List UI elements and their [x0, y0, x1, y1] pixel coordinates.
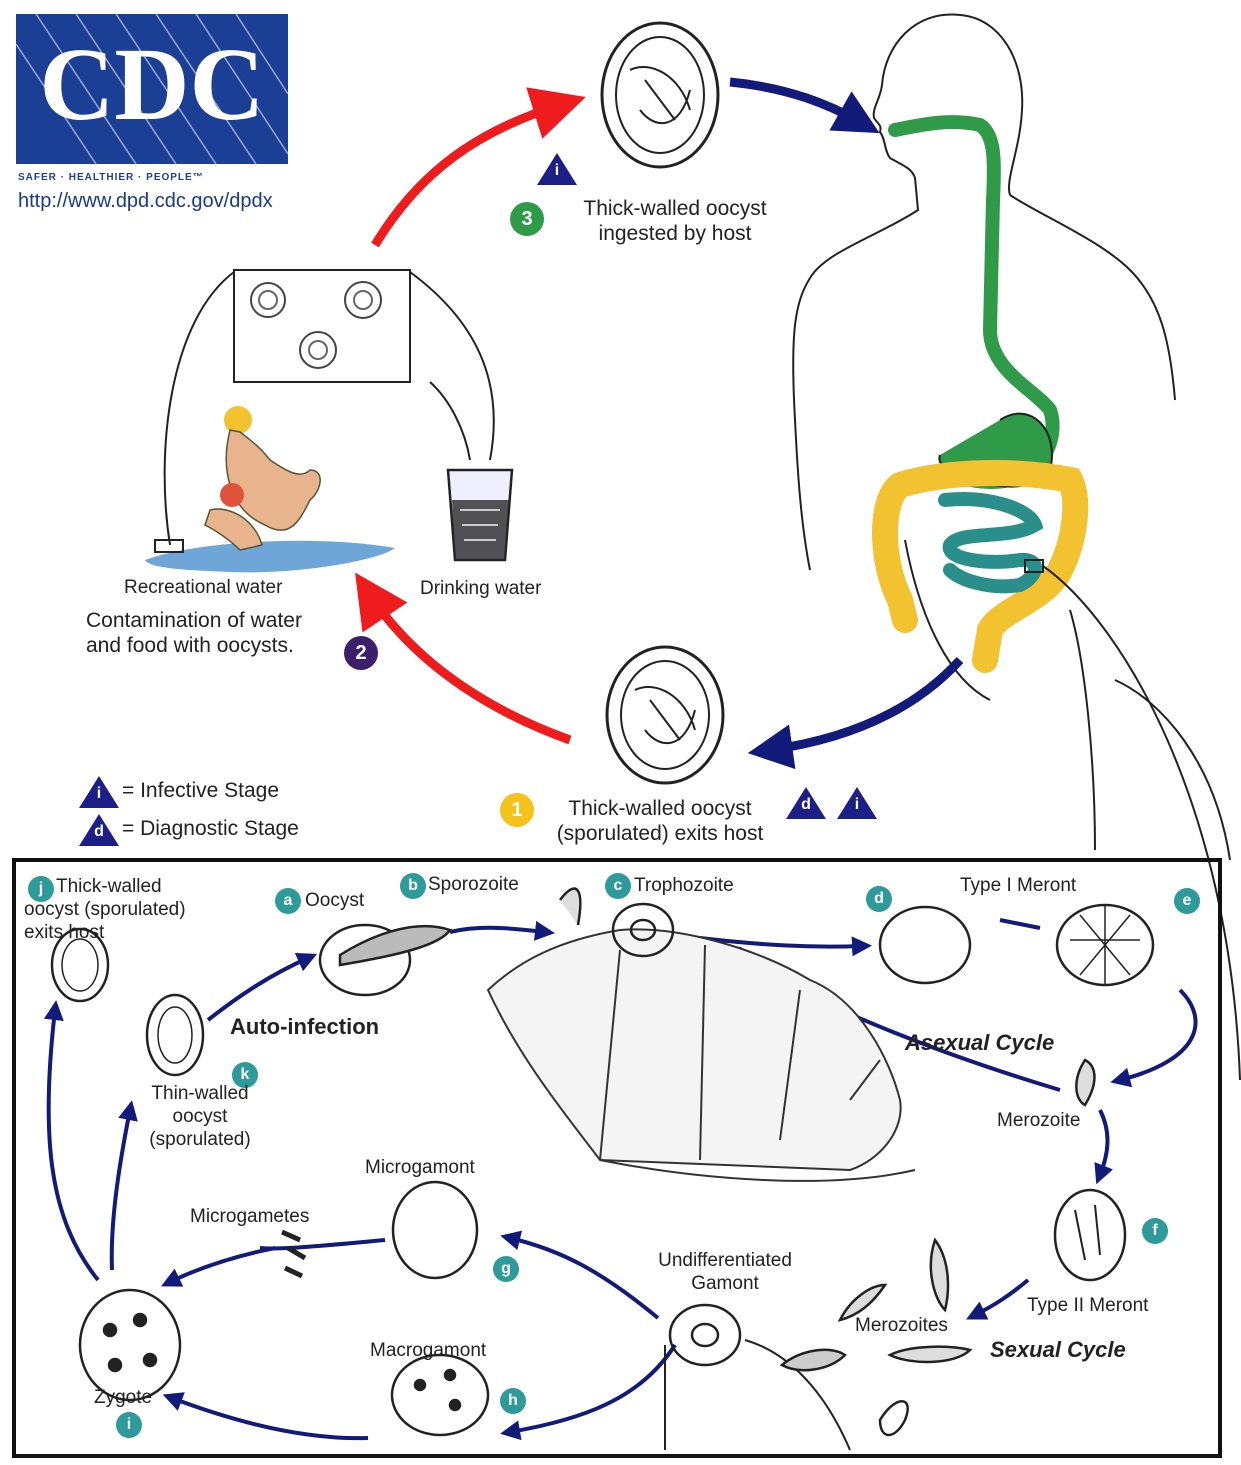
triangle-letter: i: [836, 796, 878, 814]
stage-d-badge: d: [866, 886, 892, 912]
stage-c-badge: c: [605, 873, 631, 899]
asexual-cycle-label: Asexual Cycle: [905, 1030, 1054, 1056]
legend-diagnostic-text: = Diagnostic Stage: [122, 816, 299, 841]
stage-j-label: Thick-walled oocyst (sporulated) exits h…: [24, 876, 254, 944]
stage-f-badge: f: [1142, 1218, 1168, 1244]
microgametes-label: Microgametes: [190, 1206, 309, 1229]
stage-3-label: Thick-walled oocyst ingested by host: [550, 196, 800, 246]
arrow-exit-to-water: [370, 595, 570, 740]
triangle-letter: i: [536, 162, 578, 180]
legend-infective-text: = Infective Stage: [122, 778, 279, 803]
drinking-glass: [448, 470, 512, 560]
type-2-meront-label: Type II Meront: [1027, 1295, 1148, 1318]
drinking-water-label: Drinking water: [420, 578, 541, 601]
stage-b-label: Sporozoite: [428, 874, 519, 897]
stage-i-badge: i: [116, 1412, 142, 1438]
stage-h-badge: h: [500, 1388, 526, 1414]
stage-e-badge: e: [1174, 888, 1200, 914]
arrow-host-to-exit: [770, 660, 960, 750]
stage-3-badge: 3: [510, 202, 544, 236]
undifferentiated-gamont-label: Undifferentiated Gamont: [630, 1250, 820, 1296]
swimmer-illustration: [145, 406, 395, 572]
stage-b-badge: b: [400, 873, 426, 899]
thin-walled-oocyst-label: Thin-walled oocyst (sporulated): [120, 1083, 280, 1151]
microgamont-label: Microgamont: [365, 1157, 475, 1180]
stage-a-label: Oocyst: [305, 890, 364, 913]
legend-infective-triangle: i: [78, 775, 120, 809]
cdc-tagline: SAFER · HEALTHIER · PEOPLE™: [18, 172, 204, 183]
triangle-letter: i: [78, 785, 120, 803]
stage-1-label: Thick-walled oocyst (sporulated) exits h…: [530, 796, 790, 846]
stage-2-label: Contamination of water and food with ooc…: [86, 608, 302, 658]
cdc-logo: CDC SAFER · HEALTHIER · PEOPLE™: [16, 14, 288, 184]
oocyst-exit-drawing: [607, 647, 723, 783]
stage-c-label: Trophozoite: [634, 875, 734, 898]
legend-diagnostic-triangle: d: [78, 813, 120, 847]
infective-stage-triangle-1: i: [836, 786, 878, 820]
stage-2-badge: 2: [344, 636, 378, 670]
sexual-cycle-label: Sexual Cycle: [990, 1337, 1126, 1363]
cdc-logo-letters: CDC: [39, 27, 264, 142]
developmental-cycle-box: [12, 858, 1222, 1458]
auto-infection-label: Auto-infection: [230, 1014, 379, 1040]
diagnostic-stage-triangle-1: d: [785, 786, 827, 820]
arrow-ingest-to-host: [730, 82, 860, 122]
stage-1-badge: 1: [500, 793, 534, 827]
recreational-water-label: Recreational water: [124, 577, 282, 600]
cdc-logo-graphic: CDC SAFER · HEALTHIER · PEOPLE™: [16, 14, 288, 184]
merozoites-label: Merozoites: [855, 1315, 948, 1338]
stage-a-badge: a: [275, 888, 301, 914]
cdc-url-link[interactable]: http://www.dpd.cdc.gov/dpdx: [18, 190, 273, 213]
triangle-letter: d: [78, 823, 120, 841]
water-sample-box: [165, 270, 494, 545]
type-1-meront-label: Type I Meront: [960, 875, 1076, 898]
stage-g-badge: g: [493, 1256, 519, 1282]
macrogamont-label: Macrogamont: [370, 1340, 486, 1363]
triangle-letter: d: [785, 796, 827, 814]
oocyst-ingested-drawing: [602, 23, 718, 167]
infective-stage-triangle-3: i: [536, 152, 578, 186]
merozoite-label: Merozoite: [997, 1110, 1080, 1133]
zygote-label: Zygote: [94, 1387, 152, 1410]
